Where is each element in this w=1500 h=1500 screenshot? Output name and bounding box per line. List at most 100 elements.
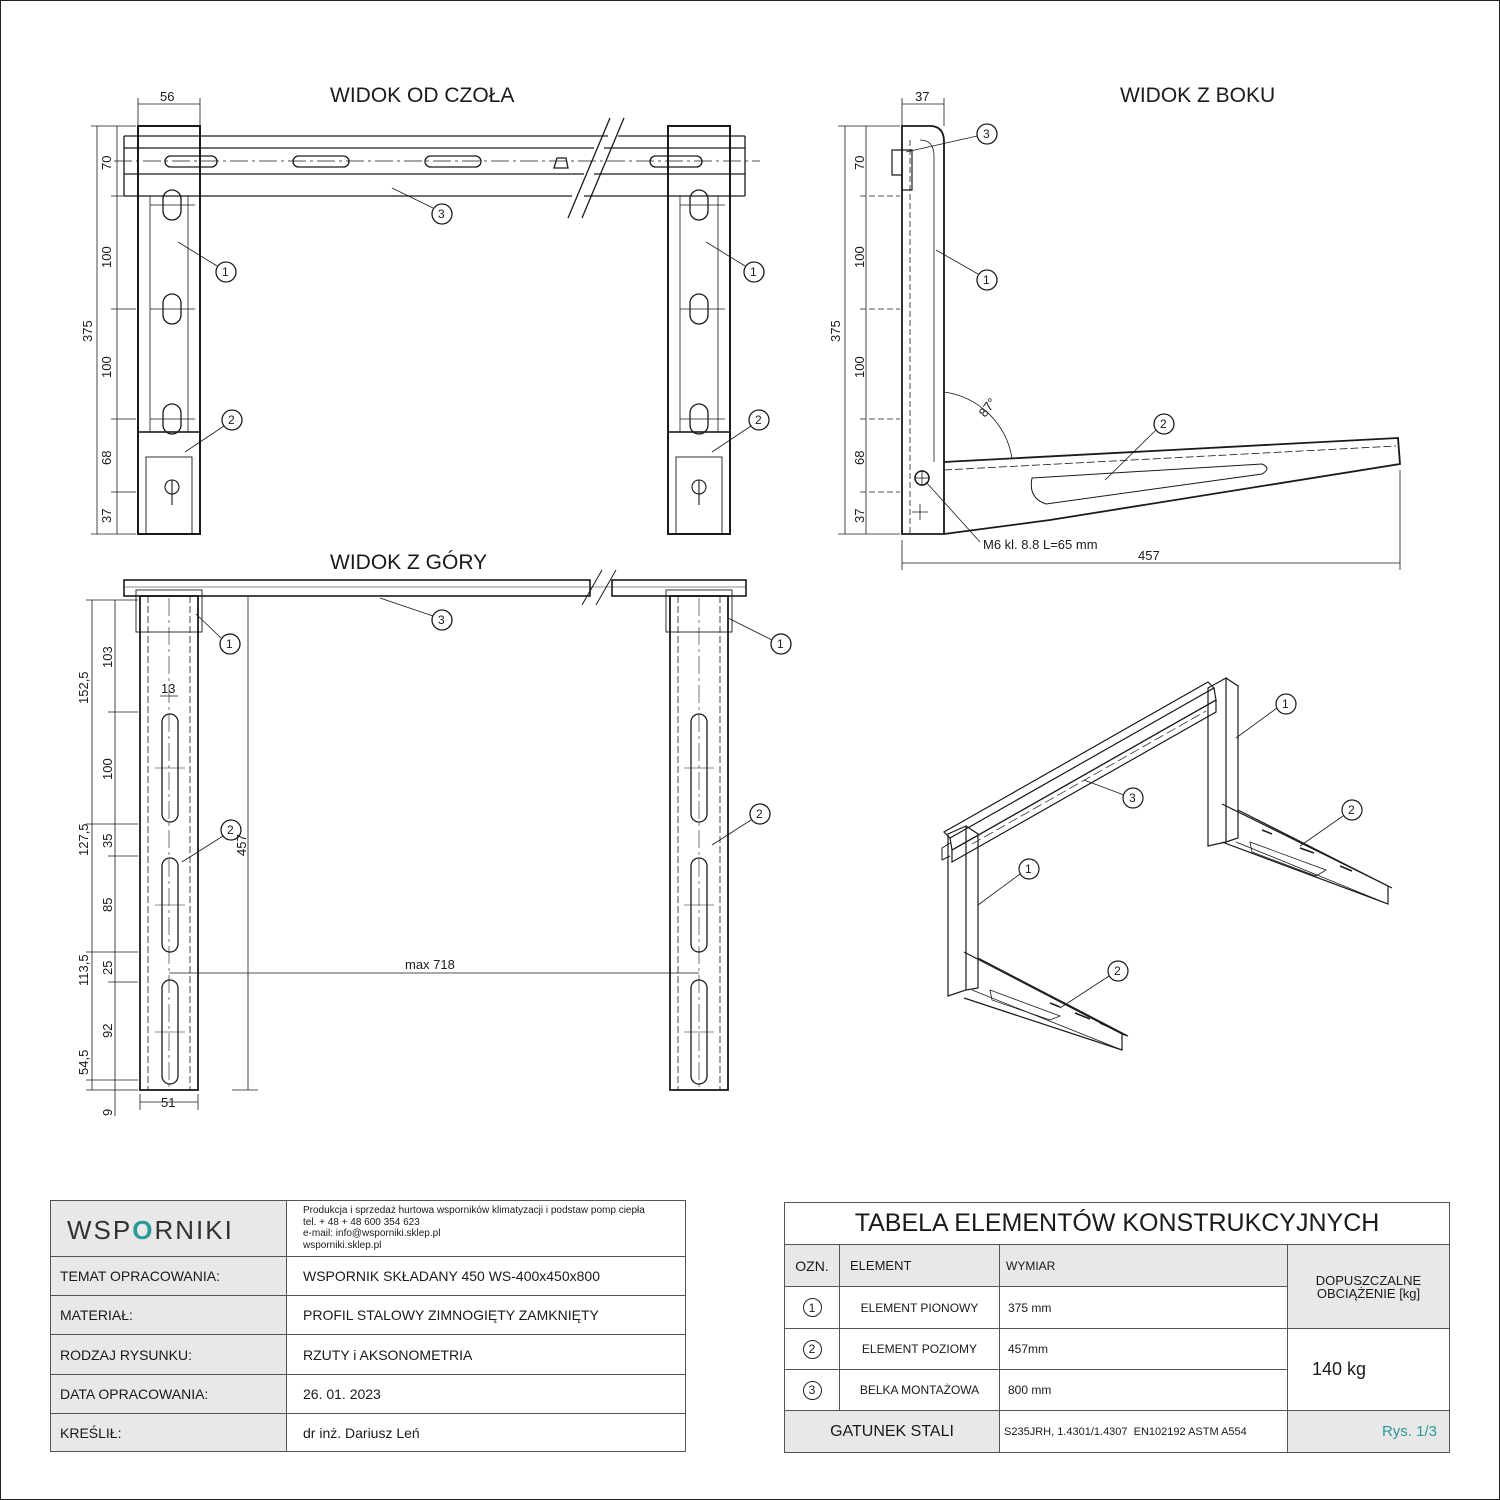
row-element: BELKA MONTAŻOWA bbox=[840, 1370, 1000, 1411]
callout-3-top: 3 bbox=[438, 613, 445, 627]
title-row-subject: TEMAT OPRACOWANIA: WSPORNIK SKŁADANY 450… bbox=[51, 1256, 685, 1295]
row-value: 26. 01. 2023 bbox=[303, 1386, 381, 1402]
row-label: KREŚLIŁ: bbox=[51, 1414, 287, 1451]
callout-1-front-right: 1 bbox=[750, 265, 757, 279]
row-wymiar: 800 mm bbox=[1000, 1370, 1288, 1411]
top-dim-152-5: 152,5 bbox=[76, 671, 91, 704]
top-dim-457: 457 bbox=[234, 834, 249, 856]
side-view: WIDOK Z BOKU 87° 37 70 100 375 100 68 bbox=[828, 84, 1401, 570]
company-info: Produkcja i sprzedaż hurtowa wsporników … bbox=[303, 1205, 645, 1251]
callout-1-top-left: 1 bbox=[226, 637, 233, 651]
row-label: MATERIAŁ: bbox=[51, 1296, 287, 1334]
callout-1-axo-right: 1 bbox=[1282, 697, 1289, 711]
steel-value: S235JRH, 1.4301/1.4307 EN102192 ASTM A55… bbox=[1000, 1411, 1288, 1452]
callout-1-top-right: 1 bbox=[777, 637, 784, 651]
info-line: tel. + 48 + 48 600 354 623 bbox=[303, 1216, 420, 1228]
title-row-author: KREŚLIŁ: dr inż. Dariusz Leń bbox=[51, 1413, 685, 1451]
row-wymiar: 375 mm bbox=[1000, 1287, 1288, 1329]
row-label: TEMAT OPRACOWANIA: bbox=[51, 1257, 287, 1295]
callout-1-front-left: 1 bbox=[222, 265, 229, 279]
row-wymiar: 457mm bbox=[1000, 1329, 1288, 1370]
info-line: Produkcja i sprzedaż hurtowa wsporników … bbox=[303, 1205, 645, 1216]
front-view: WIDOK OD CZOŁA bbox=[80, 84, 770, 535]
top-dim-113-5: 113,5 bbox=[76, 954, 91, 986]
front-dim-70: 70 bbox=[99, 156, 114, 170]
front-dim-375: 375 bbox=[80, 320, 95, 342]
header-ozn: OZN. bbox=[785, 1245, 840, 1287]
technical-drawing: WIDOK OD CZOŁA bbox=[76, 84, 1401, 1116]
front-dim-100b: 100 bbox=[99, 356, 114, 378]
logo-part-a: WSP bbox=[67, 1215, 133, 1245]
logo-text: WSPORNIKI bbox=[67, 1215, 234, 1246]
callout-3-side: 3 bbox=[983, 127, 990, 141]
row-ozn-circle: 1 bbox=[802, 1298, 822, 1317]
row-element: ELEMENT PIONOWY bbox=[840, 1287, 1000, 1329]
row-value: PROFIL STALOWY ZIMNOGIĘTY ZAMKNIĘTY bbox=[303, 1307, 599, 1323]
front-dim-37: 37 bbox=[99, 509, 114, 523]
callout-3-axo: 3 bbox=[1129, 791, 1136, 805]
top-dim-51: 51 bbox=[161, 1095, 175, 1110]
callout-2-front-right: 2 bbox=[755, 413, 762, 427]
row-label: DATA OPRACOWANIA: bbox=[51, 1375, 287, 1413]
top-dim-92: 92 bbox=[100, 1024, 115, 1038]
title-block: WSPORNIKI Produkcja i sprzedaż hurtowa w… bbox=[50, 1200, 686, 1452]
side-dim-68: 68 bbox=[852, 451, 867, 465]
side-dim-angle: 87° bbox=[976, 395, 1000, 420]
row-ozn-cell: 1 bbox=[785, 1287, 840, 1329]
table-title: TABELA ELEMENTÓW KONSTRUKCYJNYCH bbox=[785, 1203, 1449, 1245]
top-dim-35: 35 bbox=[100, 834, 115, 848]
row-ozn-cell: 2 bbox=[785, 1329, 840, 1370]
front-view-title: WIDOK OD CZOŁA bbox=[330, 84, 514, 107]
callout-1-side: 1 bbox=[983, 273, 990, 287]
row-ozn-circle: 2 bbox=[802, 1339, 822, 1359]
row-value: dr inż. Dariusz Leń bbox=[303, 1424, 420, 1441]
logo-part-b: RNIKI bbox=[154, 1215, 234, 1245]
row-ozn-cell: 3 bbox=[785, 1370, 840, 1411]
top-dim-13: 13 bbox=[161, 681, 175, 696]
side-dim-375: 375 bbox=[828, 320, 843, 342]
header-element: ELEMENT bbox=[840, 1245, 1000, 1287]
header-wymiar: WYMIAR bbox=[1000, 1245, 1288, 1287]
row-ozn-circle: 3 bbox=[802, 1380, 822, 1400]
row-value: RZUTY i AKSONOMETRIA bbox=[303, 1346, 473, 1363]
logo-mark: O bbox=[132, 1215, 155, 1245]
elements-table: TABELA ELEMENTÓW KONSTRUKCYJNYCH OZN. EL… bbox=[784, 1202, 1450, 1453]
top-dim-25: 25 bbox=[100, 961, 115, 975]
top-view: WIDOK Z GÓRY bbox=[76, 551, 792, 1116]
front-dim-56: 56 bbox=[160, 89, 174, 104]
company-logo: WSPORNIKI bbox=[51, 1201, 287, 1256]
title-row-drawing-type: RODZAJ RYSUNKU: RZUTY i AKSONOMETRIA bbox=[51, 1334, 685, 1374]
side-dim-70: 70 bbox=[852, 156, 867, 170]
row-label: RODZAJ RYSUNKU: bbox=[51, 1335, 287, 1374]
callout-2-side: 2 bbox=[1160, 417, 1167, 431]
info-line: wsporniki.sklep.pl bbox=[303, 1239, 382, 1251]
row-element: ELEMENT POZIOMY bbox=[840, 1329, 1000, 1370]
side-dim-37: 37 bbox=[852, 509, 867, 523]
header-load: DOPUSZCZALNE OBCIĄŻENIE [kg] bbox=[1288, 1245, 1449, 1329]
row-value: WSPORNIK SKŁADANY 450 WS-400x450x800 bbox=[303, 1268, 600, 1284]
title-row-material: MATERIAŁ: PROFIL STALOWY ZIMNOGIĘTY ZAMK… bbox=[51, 1295, 685, 1334]
callout-2-axo-right: 2 bbox=[1348, 803, 1355, 817]
top-dim-9: 9 bbox=[100, 1109, 115, 1116]
steel-label: GATUNEK STALI bbox=[785, 1411, 1000, 1452]
side-dim-37-top: 37 bbox=[915, 89, 929, 104]
title-row-date: DATA OPRACOWANIA: 26. 01. 2023 bbox=[51, 1374, 685, 1413]
side-view-title: WIDOK Z BOKU bbox=[1120, 84, 1275, 107]
top-dim-100: 100 bbox=[100, 758, 115, 780]
callout-3-front: 3 bbox=[438, 207, 445, 221]
callout-2-axo-left: 2 bbox=[1114, 964, 1121, 978]
top-dim-103: 103 bbox=[100, 646, 115, 668]
side-dim-457: 457 bbox=[1138, 548, 1160, 563]
callout-1-axo-left: 1 bbox=[1025, 862, 1032, 876]
top-dim-127-5: 127,5 bbox=[76, 823, 91, 856]
top-dim-max-718: max 718 bbox=[405, 957, 455, 972]
bolt-note: M6 kl. 8.8 L=65 mm bbox=[983, 537, 1098, 552]
load-value: 140 kg bbox=[1288, 1329, 1449, 1411]
sheet-number: Rys. 1/3 bbox=[1288, 1411, 1449, 1452]
top-view-title: WIDOK Z GÓRY bbox=[330, 551, 487, 574]
top-dim-85: 85 bbox=[100, 898, 115, 912]
axonometric-view: 1 3 2 1 2 bbox=[941, 676, 1393, 1051]
callout-2-front-left: 2 bbox=[228, 413, 235, 427]
info-line: e-mail: info@wsporniki.sklep.pl bbox=[303, 1228, 441, 1239]
side-dim-100a: 100 bbox=[852, 246, 867, 268]
